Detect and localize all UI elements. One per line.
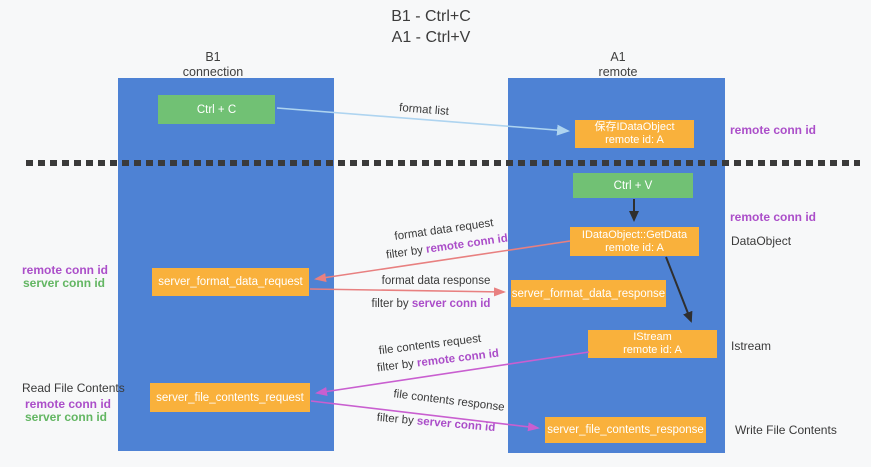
lane-header-b1-sub: connection (182, 65, 244, 79)
edge-label-filter-server-2: filter by server conn id (376, 412, 495, 434)
node-istream-line2: remote id: A (623, 344, 682, 356)
edge-label-filter-server-1: filter by server conn id (372, 298, 491, 310)
label-server-conn-id-left-2: server conn id (24, 410, 108, 424)
title-line-2: A1 - Ctrl+V (391, 29, 471, 46)
label-write-file-contents: Write File Contents (735, 423, 837, 437)
label-istream: Istream (731, 339, 772, 353)
filter-by-text: filter by (371, 298, 412, 310)
filter-by-text: filter by (385, 243, 427, 262)
node-server-format-data-response: server_format_data_response (511, 280, 666, 307)
diagram-title: B1 - Ctrl+C A1 - Ctrl+V (391, 6, 471, 48)
label-dataobject: DataObject (731, 234, 792, 248)
label-read-file-contents: Read File Contents (22, 381, 125, 395)
label-remote-conn-id-left-2: remote conn id (24, 397, 111, 411)
node-server-file-contents-response-label: server_file_contents_response (547, 424, 704, 436)
edge-label-format-list: format list (398, 102, 450, 118)
lane-header-a1: A1 remote (599, 50, 638, 80)
edge-label-format-data-response: format data response (381, 275, 491, 287)
label-server-conn-id-left-1: server conn id (22, 276, 106, 290)
node-ctrl-v-label: Ctrl + V (613, 179, 653, 192)
lane-header-a1-sub: remote (598, 65, 638, 79)
node-ctrl-v: Ctrl + V (573, 173, 693, 198)
title-line-1: B1 - Ctrl+C (391, 8, 471, 25)
server-conn-id-text: server conn id (416, 415, 496, 435)
node-istream-line1: IStream (633, 331, 672, 343)
lane-header-a1-name: A1 (610, 50, 626, 64)
node-save-idataobject-line1: 保存IDataObject (594, 121, 675, 133)
node-istream: IStream remote id: A (588, 330, 717, 358)
server-conn-id-text: server conn id (411, 298, 491, 310)
edge-label-file-contents-response: file contents response (392, 388, 506, 414)
lane-header-b1: B1 connection (183, 50, 243, 80)
node-save-idataobject: 保存IDataObject remote id: A (575, 120, 694, 148)
node-server-format-data-request: server_format_data_request (152, 268, 309, 296)
label-remote-conn-id-left-1: remote conn id (21, 263, 108, 277)
node-ctrl-c: Ctrl + C (158, 95, 275, 124)
label-remote-conn-id-mid-right: remote conn id (730, 210, 817, 224)
filter-by-text: filter by (376, 357, 418, 375)
node-save-idataobject-line2: remote id: A (605, 134, 664, 146)
node-server-file-contents-response: server_file_contents_response (545, 417, 706, 443)
node-server-file-contents-request: server_file_contents_request (150, 383, 310, 412)
arrow-format-data-response (309, 287, 506, 297)
filter-by-text: filter by (376, 411, 418, 428)
node-server-file-contents-request-label: server_file_contents_request (156, 391, 304, 404)
node-idataobject-getdata: IDataObject::GetData remote id: A (570, 227, 699, 256)
lane-header-b1-name: B1 (205, 50, 221, 64)
node-idataobject-getdata-line2: remote id: A (605, 241, 664, 254)
node-idataobject-getdata-line1: IDataObject::GetData (581, 228, 688, 241)
node-server-format-data-response-label: server_format_data_response (511, 287, 666, 300)
node-server-format-data-request-label: server_format_data_request (158, 276, 303, 288)
label-remote-conn-id-top-right: remote conn id (730, 123, 817, 137)
node-ctrl-c-label: Ctrl + C (196, 103, 237, 116)
